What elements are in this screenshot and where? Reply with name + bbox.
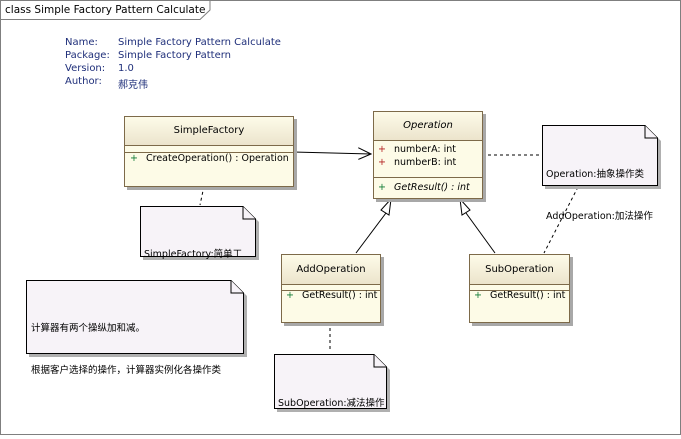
class-add-operation-header: AddOperation xyxy=(282,255,380,285)
public-marker: + xyxy=(474,290,482,301)
class-operation[interactable]: Operation + numberA: int + numberB: int + G… xyxy=(373,111,483,199)
public-marker: + xyxy=(130,153,138,164)
frame-title-tab xyxy=(0,0,211,20)
note-line: AddOperation:加法操作 xyxy=(546,211,653,222)
class-sub-operation-operation: + GetResult() : int xyxy=(474,290,565,301)
inheritance-triangle-add xyxy=(380,197,392,216)
inheritance-line-add xyxy=(355,212,387,254)
note-link-simple-factory xyxy=(199,185,205,206)
note-sub-operation[interactable]: SubOperation:减法操作 xyxy=(274,354,390,412)
class-add-operation-operation: + GetResult() : int xyxy=(286,290,377,301)
note-operation[interactable]: Operation:抽象操作类 AddOperation:加法操作 xyxy=(542,125,661,222)
class-sub-operation-attr-divider xyxy=(470,290,569,291)
class-sub-operation-header: SubOperation xyxy=(470,255,569,285)
attribute-text: numberA: int xyxy=(394,144,457,155)
class-simple-factory[interactable]: SimpleFactory + CreateOperation() : Opera… xyxy=(124,116,294,187)
class-sub-operation[interactable]: SubOperation + GetResult() : int xyxy=(469,254,570,323)
note-shape xyxy=(26,280,247,357)
public-marker: + xyxy=(286,290,294,301)
operation-signature: GetResult() : int xyxy=(302,290,378,301)
meta-version-label: Version: xyxy=(65,63,106,74)
note-line: 根据客户选择的操作，计算器实例化各操作类 xyxy=(31,365,222,376)
operation-signature: GetResult() : int xyxy=(490,290,566,301)
attribute-text: numberB: int xyxy=(394,157,457,168)
meta-name-value: Simple Factory Pattern Calculate xyxy=(118,37,281,48)
class-simple-factory-operation: + CreateOperation() : Operation xyxy=(130,153,289,164)
operation-signature: GetResult() : int xyxy=(394,182,470,193)
meta-package-value: Simple Factory Pattern xyxy=(118,50,232,61)
note-simple-factory[interactable]: SimpleFactory:简单工 厂类 xyxy=(140,206,259,302)
private-marker: + xyxy=(378,144,386,155)
note-calculator[interactable]: 计算器有两个操纵加和减。 根据客户选择的操作，计算器实例化各操作类 xyxy=(26,280,247,376)
note-line: SubOperation:减法操作 xyxy=(278,398,385,409)
class-add-operation-attr-divider xyxy=(282,290,380,291)
note-shape xyxy=(274,354,390,412)
note-link-sub-operation-class xyxy=(543,186,579,254)
meta-package-label: Package: xyxy=(65,50,110,61)
inheritance-triangle-sub xyxy=(459,197,471,216)
class-operation-attribute-b: + numberB: int xyxy=(378,157,456,168)
operation-signature: CreateOperation() : Operation xyxy=(146,153,289,164)
class-operation-divider xyxy=(374,177,482,178)
class-operation-attribute-a: + numberA: int xyxy=(378,144,456,155)
public-marker: + xyxy=(378,182,386,193)
dependency-arrow xyxy=(292,152,371,154)
note-shape xyxy=(140,206,259,260)
note-shape xyxy=(542,125,661,189)
meta-version-value: 1.0 xyxy=(118,63,134,74)
class-operation-operation: + GetResult() : int xyxy=(378,182,470,193)
frame-title: class Simple Factory Pattern Calculate xyxy=(5,4,206,16)
class-simple-factory-header: SimpleFactory xyxy=(125,117,293,146)
note-line: SimpleFactory:简单工 xyxy=(144,249,243,260)
inheritance-line-sub xyxy=(465,212,496,254)
note-line: Operation:抽象操作类 xyxy=(546,169,644,180)
private-marker: + xyxy=(378,157,386,168)
class-simple-factory-name: SimpleFactory xyxy=(173,125,245,136)
class-operation-name: Operation xyxy=(403,120,453,131)
meta-author-label: Author: xyxy=(65,76,102,87)
meta-name-label: Name: xyxy=(65,37,98,48)
class-add-operation[interactable]: AddOperation + GetResult() : int xyxy=(281,254,381,323)
class-simple-factory-attr-divider xyxy=(125,152,293,153)
meta-author-value: 郝克伟 xyxy=(118,80,148,91)
class-add-operation-name: AddOperation xyxy=(296,264,366,275)
class-sub-operation-name: SubOperation xyxy=(485,264,554,275)
note-line: 计算器有两个操纵加和减。 xyxy=(31,323,146,334)
class-operation-header: Operation xyxy=(374,112,482,141)
